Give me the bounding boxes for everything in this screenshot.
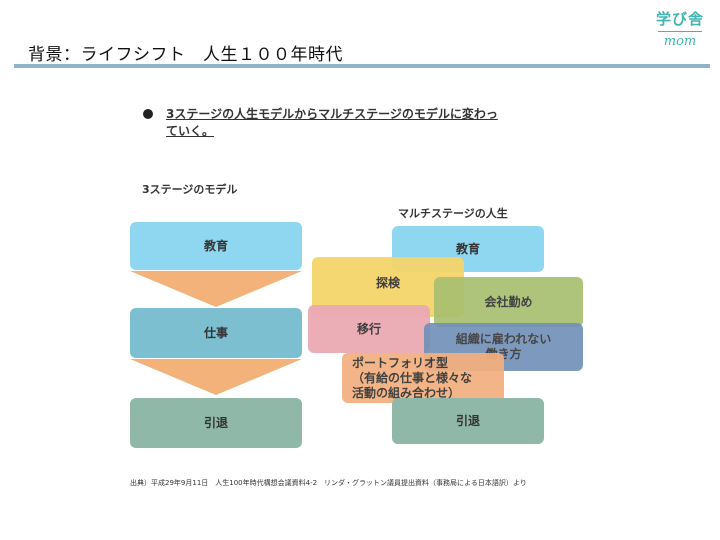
- multi-retirement-label: 引退: [455, 413, 480, 428]
- stage-retirement-box: 引退: [130, 398, 302, 448]
- multi-transition-box: 移行: [308, 305, 430, 353]
- lead-line-1: 3ステージの人生モデルからマルチステージのモデルに変わっ: [166, 107, 498, 121]
- stage-arrow-2: [130, 359, 302, 395]
- stage-work-label: 仕事: [203, 325, 228, 340]
- source-citation: 出典）平成29年9月11日 人生100年時代構想会議資料4-2 リンダ・グラット…: [130, 479, 527, 487]
- multi-company-box: 会社勤め: [434, 277, 583, 327]
- right-model-heading: マルチステージの人生: [398, 207, 508, 220]
- multi-explore-label: 探検: [375, 275, 400, 290]
- title-underline: [14, 64, 710, 68]
- bullet-dot: [143, 109, 153, 119]
- multi-company-label: 会社勤め: [484, 294, 533, 309]
- logo-divider: [658, 31, 702, 32]
- multi-portfolio-box: ポートフォリオ型 （有給の仕事と様々な 活動の組み合わせ）: [342, 353, 504, 403]
- multi-retirement-box: 引退: [392, 398, 544, 444]
- multi-portfolio-label-1: ポートフォリオ型: [352, 355, 449, 370]
- stage-retirement-label: 引退: [203, 415, 228, 430]
- slide-title: 背景：ライフシフト 人生１００年時代: [28, 45, 343, 65]
- left-model-heading: 3ステージのモデル: [142, 183, 238, 196]
- multi-portfolio-label-3: 活動の組み合わせ）: [352, 385, 461, 400]
- logo: 学び舎 mom: [652, 8, 708, 60]
- multi-independent-label-1: 組織に雇われない: [455, 332, 552, 346]
- logo-latin: mom: [663, 34, 697, 49]
- stage-work-box: 仕事: [130, 308, 302, 358]
- lead-text: 3ステージの人生モデルからマルチステージのモデルに変わっ ていく。: [166, 106, 586, 140]
- multi-transition-label: 移行: [356, 321, 381, 336]
- lead-line-2: ていく。: [166, 124, 215, 138]
- stage-education-box: 教育: [130, 222, 302, 270]
- multi-portfolio-label-2: （有給の仕事と様々な: [352, 370, 473, 385]
- stage-education-label: 教育: [203, 238, 228, 253]
- multi-education-label: 教育: [455, 241, 480, 256]
- stage-arrow-1: [130, 271, 302, 307]
- logo-kanji: 学び舎: [655, 10, 704, 28]
